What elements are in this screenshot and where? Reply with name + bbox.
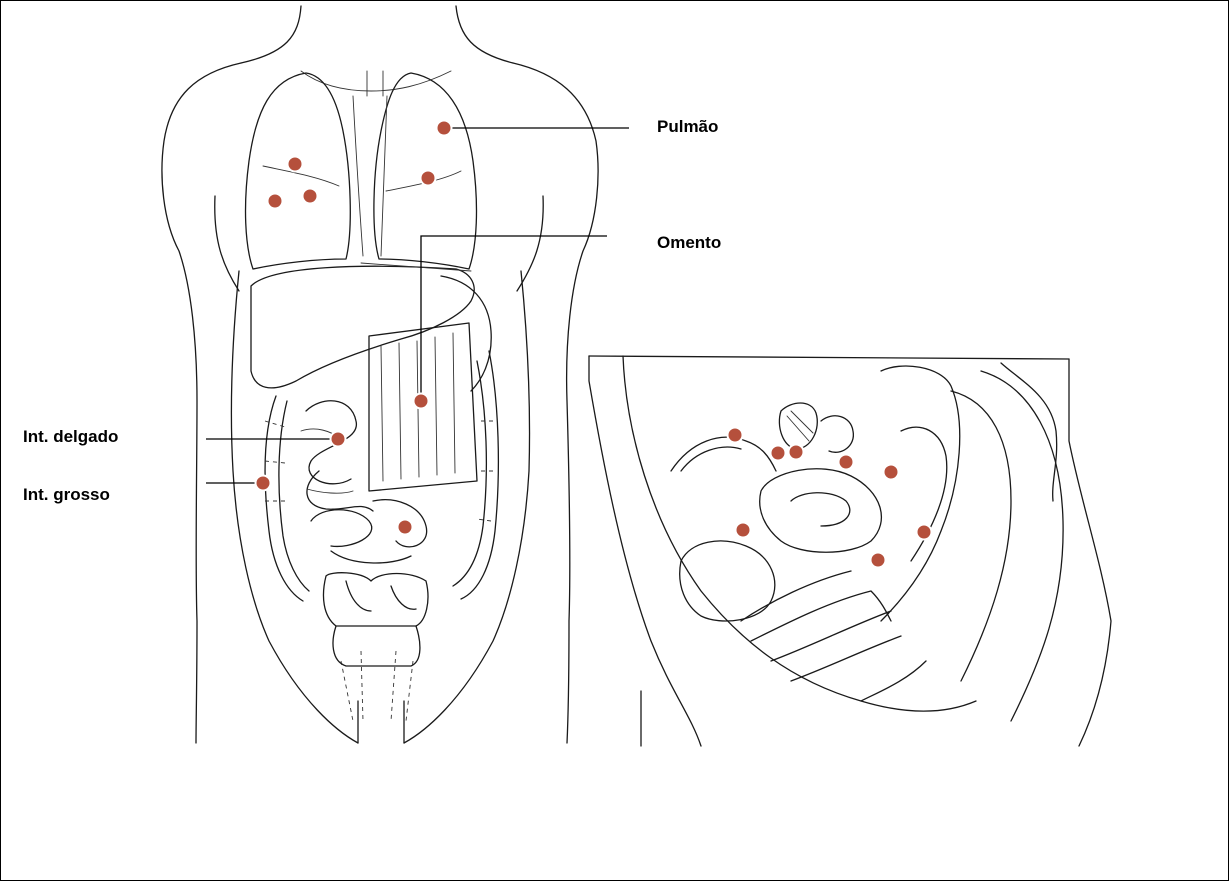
sagittal-frame (589, 356, 1069, 359)
lesion-dot (288, 157, 303, 172)
fallopian-tube (671, 437, 776, 471)
frontal-torso (162, 6, 598, 743)
lesion-dot (839, 455, 854, 470)
lesion-dot (917, 525, 932, 540)
lesion-dot (268, 194, 283, 209)
label-omento: Omento (657, 233, 721, 253)
lesion-dot (789, 445, 804, 460)
stomach (441, 276, 491, 391)
lesion-dot (256, 476, 271, 491)
label-int-delgado: Int. delgado (23, 427, 118, 447)
body-outline-right (513, 63, 598, 743)
lesion-dot (421, 171, 436, 186)
leader-lines (206, 128, 629, 483)
lesion-dot (331, 432, 346, 447)
label-pulmao: Pulmão (657, 117, 718, 137)
lesion-dot (884, 465, 899, 480)
lesion-dot (414, 394, 429, 409)
ovary (779, 403, 817, 449)
lesion-dot (736, 523, 751, 538)
lesion-dot (771, 446, 786, 461)
pelvis (323, 573, 427, 626)
lesion-dot (871, 553, 886, 568)
lesion-dot (398, 520, 413, 535)
body-outline-left (162, 63, 241, 743)
neck-outline (241, 6, 301, 63)
sagittal-pelvis (589, 356, 1111, 746)
uterus (760, 469, 882, 552)
lesion-dot (728, 428, 743, 443)
leader-omento (421, 236, 607, 401)
small-intestine (301, 401, 427, 563)
label-int-grosso: Int. grosso (23, 485, 110, 505)
lesion-dots (256, 121, 932, 568)
lesion-dot (303, 189, 318, 204)
lungs (246, 73, 477, 269)
rectum (881, 366, 960, 621)
lesion-dot (437, 121, 452, 136)
